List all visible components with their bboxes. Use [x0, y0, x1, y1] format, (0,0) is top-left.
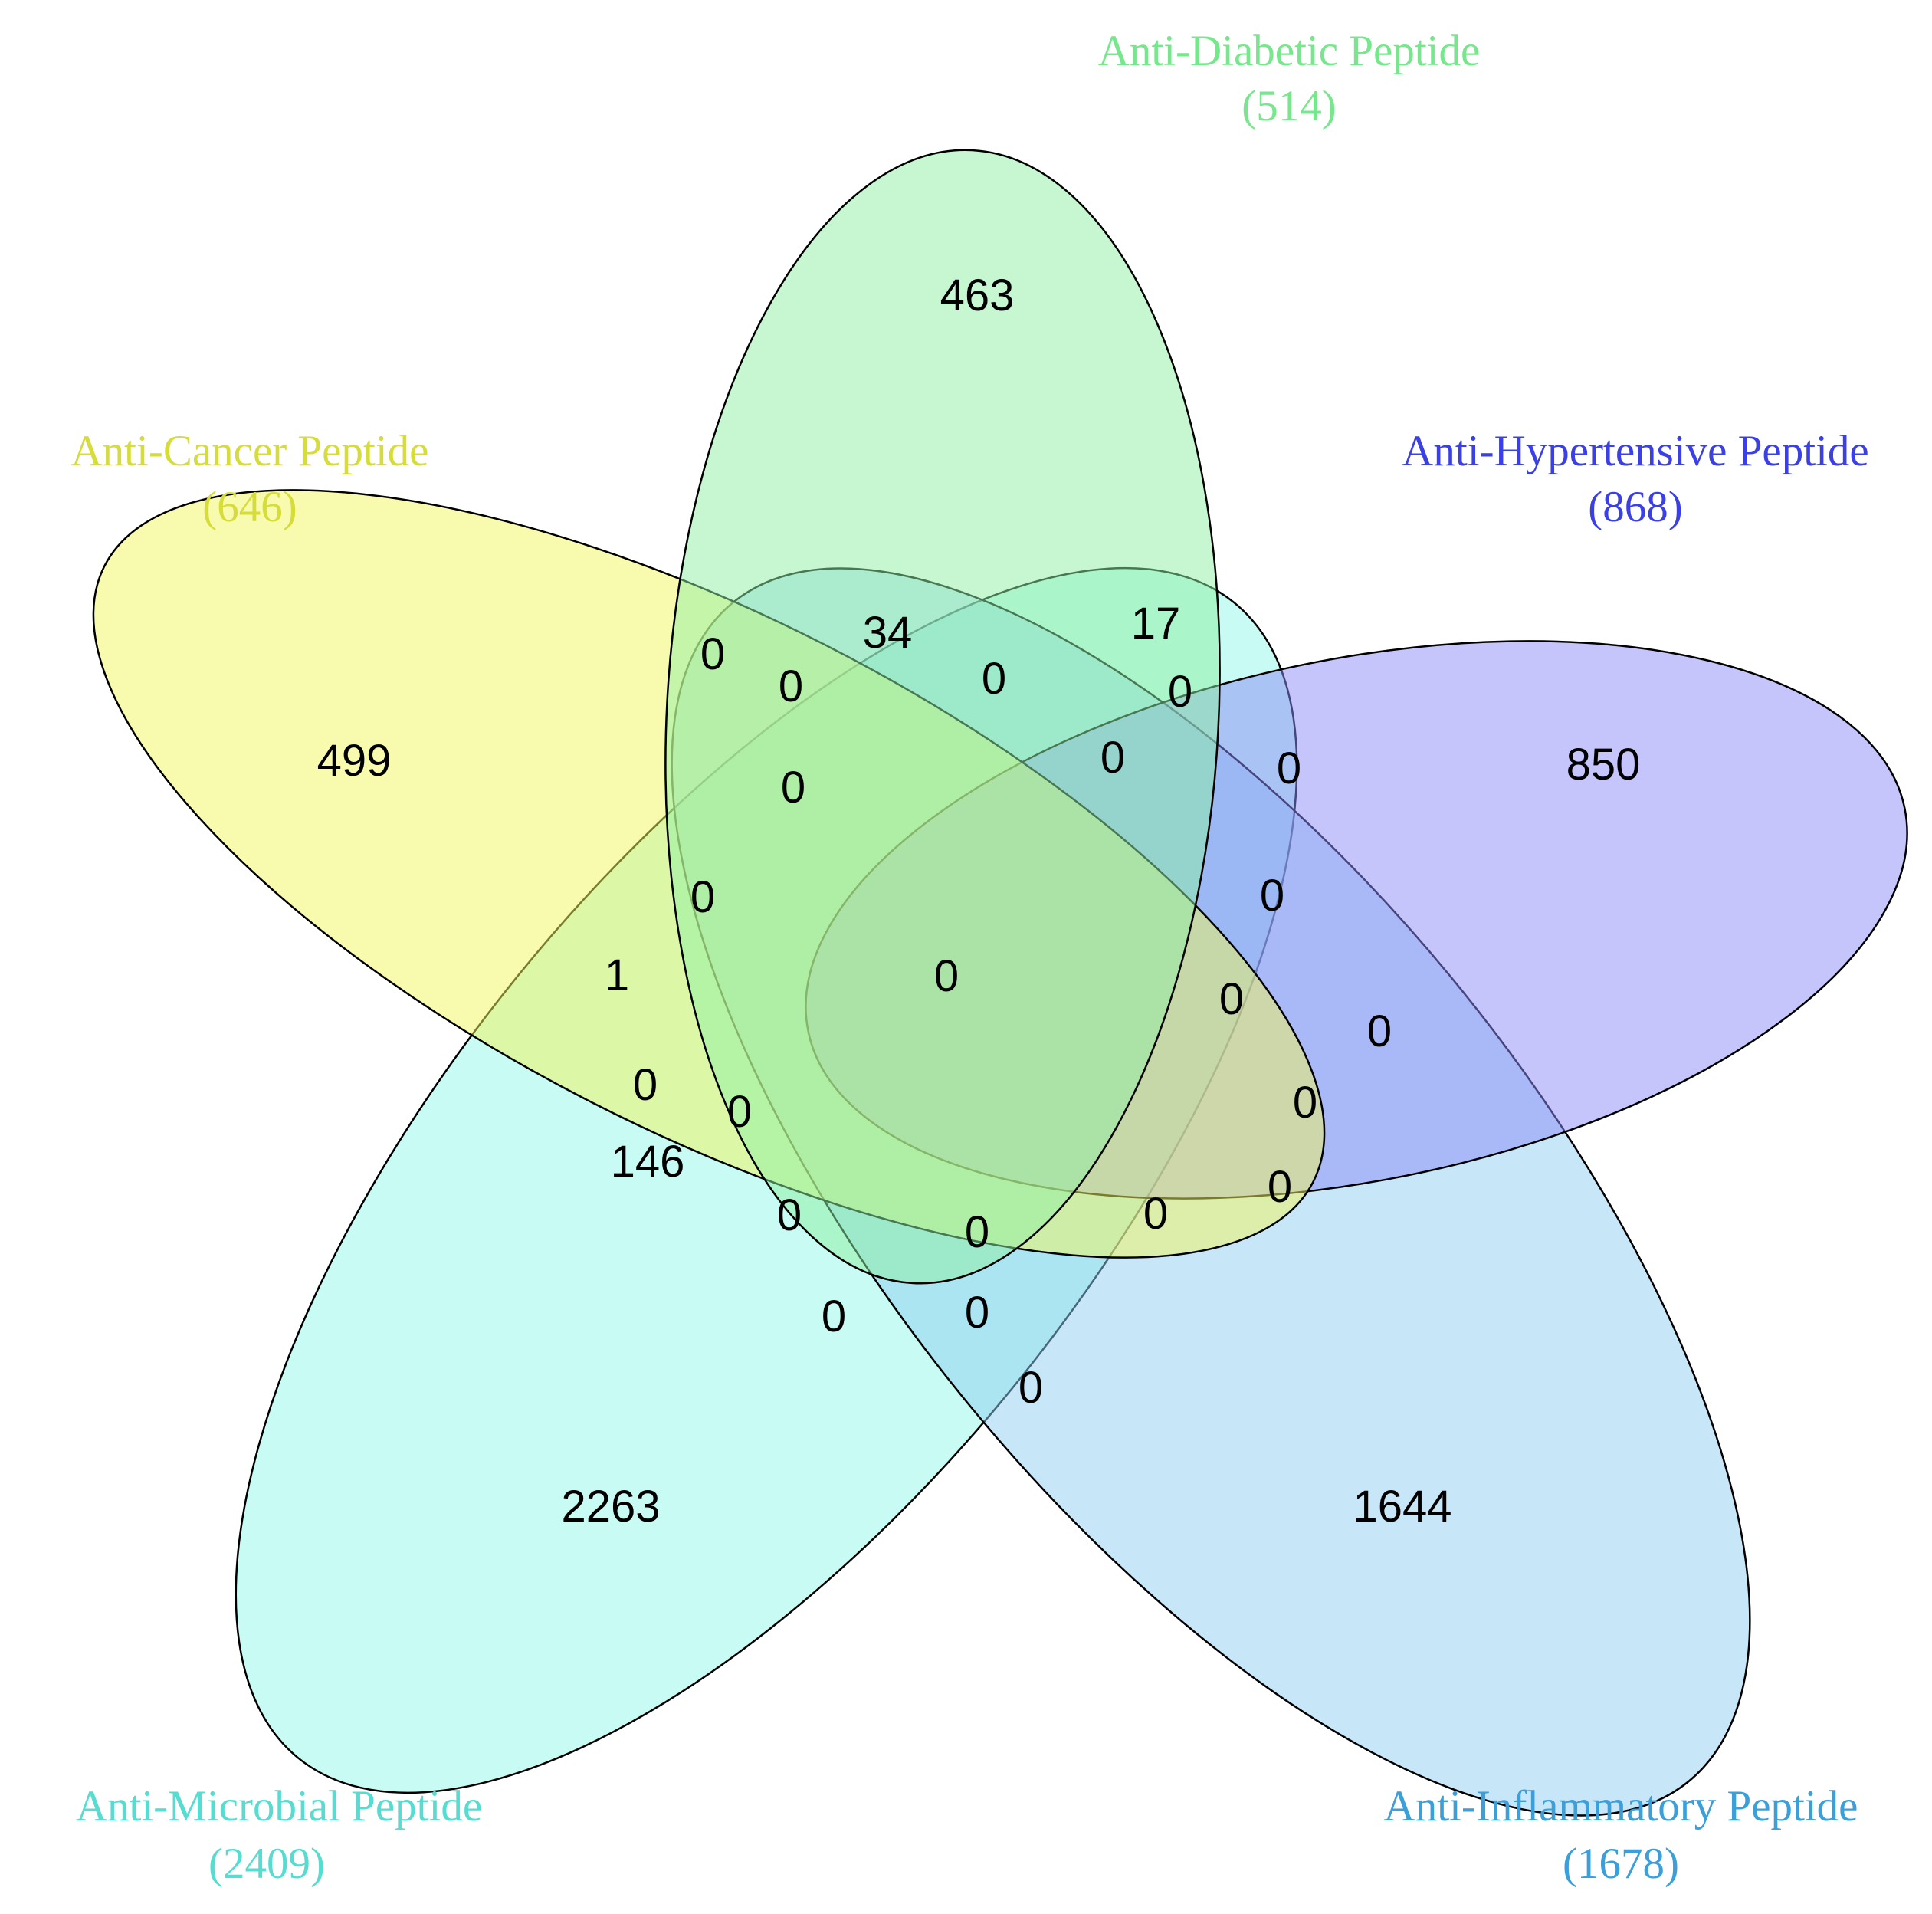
count-zero: 0 — [633, 1060, 658, 1110]
count-zero: 0 — [1100, 733, 1125, 783]
count-zero: 0 — [1018, 1363, 1043, 1413]
count-only-hypertensive: 850 — [1566, 740, 1641, 790]
count-zero: 0 — [727, 1087, 752, 1137]
total-inflammatory: (1678) — [1563, 1840, 1679, 1888]
label-diabetic: Anti-Diabetic Peptide — [1098, 27, 1481, 75]
count-zero: 0 — [690, 872, 715, 922]
count-r1: 1 — [605, 950, 629, 1000]
count-center: 0 — [934, 951, 959, 1001]
total-cancer: (646) — [202, 483, 297, 531]
label-inflammatory: Anti-Inflammatory Peptide — [1384, 1782, 1858, 1830]
count-zero: 0 — [700, 629, 725, 679]
count-r34: 34 — [863, 608, 913, 658]
count-zero: 0 — [822, 1292, 846, 1341]
count-zero: 0 — [965, 1288, 989, 1338]
count-only-microbial: 2263 — [561, 1482, 660, 1532]
set-labels: Anti-Diabetic Peptide (514) Anti-Cancer … — [71, 27, 1869, 1888]
count-zero: 0 — [1260, 871, 1284, 921]
count-zero: 0 — [1219, 974, 1244, 1024]
count-zero: 0 — [777, 1190, 802, 1240]
count-zero: 0 — [779, 662, 803, 711]
total-microbial: (2409) — [208, 1840, 325, 1888]
count-only-diabetic: 463 — [940, 271, 1015, 320]
count-zero: 0 — [965, 1207, 989, 1257]
count-zero: 0 — [1168, 667, 1192, 717]
label-cancer: Anti-Cancer Peptide — [71, 427, 429, 475]
count-only-inflammatory: 1644 — [1353, 1482, 1451, 1532]
label-hypertensive: Anti-Hypertensive Peptide — [1402, 427, 1868, 475]
count-zero: 0 — [982, 654, 1006, 704]
count-r17: 17 — [1131, 599, 1181, 648]
count-only-cancer: 499 — [317, 736, 392, 786]
region-counts: 463 499 850 2263 1644 34 17 1 146 0 0 0 … — [317, 271, 1641, 1532]
count-r146: 146 — [611, 1137, 685, 1187]
count-zero: 0 — [1277, 744, 1301, 793]
label-microbial: Anti-Microbial Peptide — [76, 1782, 482, 1830]
total-diabetic: (514) — [1242, 82, 1336, 130]
count-zero: 0 — [1143, 1189, 1168, 1239]
total-hypertensive: (868) — [1588, 483, 1682, 531]
set-shape-diabetic — [664, 149, 1221, 1285]
count-zero: 0 — [1293, 1078, 1317, 1128]
count-zero: 0 — [1268, 1162, 1292, 1212]
count-zero: 0 — [781, 763, 805, 813]
count-zero: 0 — [1367, 1006, 1392, 1056]
set-shapes — [92, 149, 1908, 1817]
